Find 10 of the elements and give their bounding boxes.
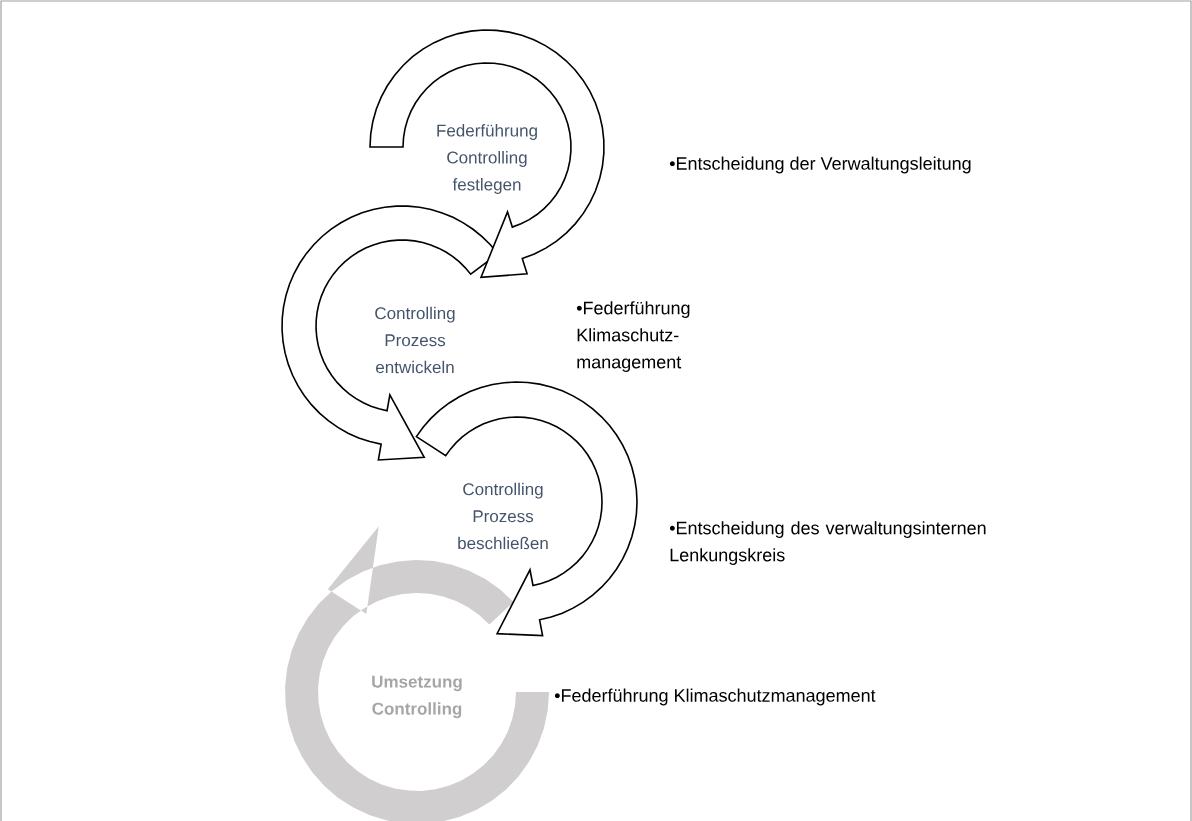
bullet-text: •Entscheidung der Verwaltungsleitung: [669, 156, 971, 174]
stage-label: Controlling Prozess entwickeln: [375, 306, 455, 374]
curved-arrow: [369, 29, 605, 279]
bullet-text: •Entscheidung des verwaltungsinternen Lenkungskreis: [669, 521, 986, 565]
stage-label: Controlling Prozess beschließen: [458, 482, 548, 550]
bullet-text: •Federführung Klimaschutzmanagement: [554, 688, 876, 706]
stage-label: Federführung Controlling festlegen: [437, 124, 537, 194]
bullet-text: •Federführung Klimaschutz- management: [576, 301, 690, 372]
curved-arrow: [415, 381, 638, 637]
stage-label: Umsetzung Controlling: [372, 675, 462, 719]
